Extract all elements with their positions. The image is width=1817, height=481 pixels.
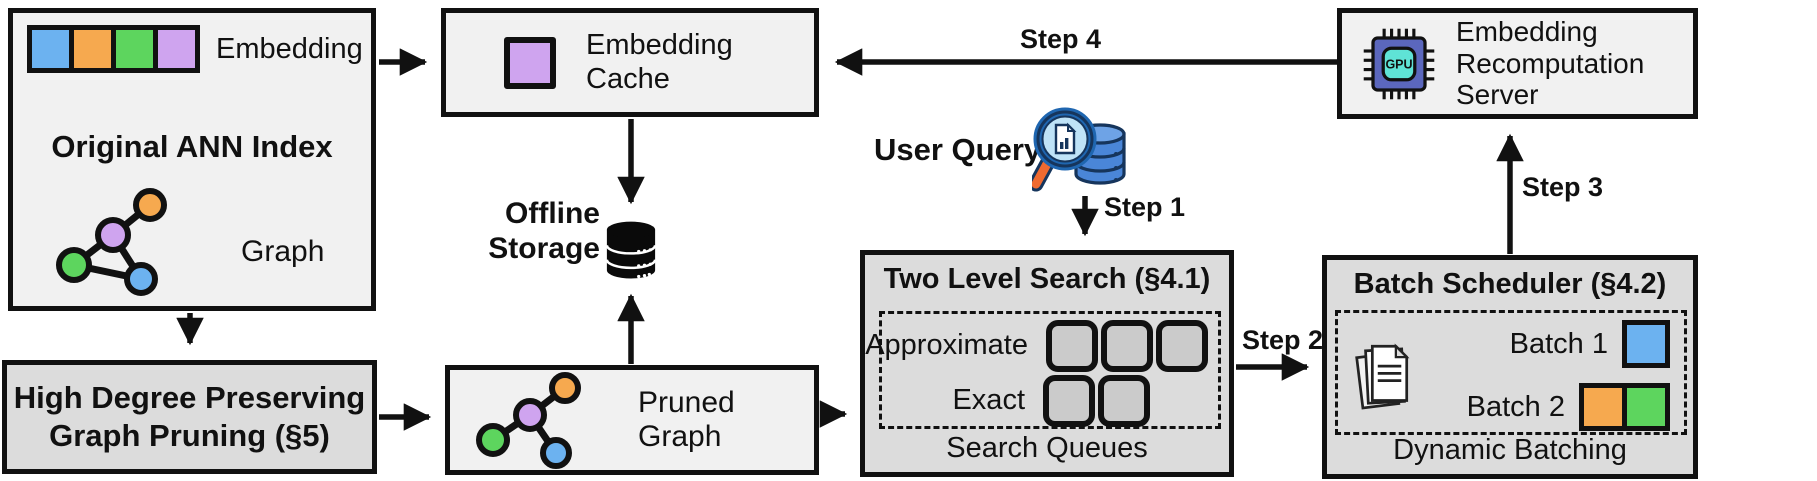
dynamic-batching-footer: Dynamic Batching: [1393, 434, 1627, 466]
queue-slot: [1101, 319, 1153, 372]
embedding-cell-green: [116, 30, 153, 68]
batch-item-orange: [1584, 388, 1622, 426]
two-level-search-box: Two Level Search (§4.1) Approximate Exac…: [860, 250, 1234, 477]
batch-2-items: [1579, 383, 1670, 431]
approximate-queue-slots: [1046, 319, 1208, 372]
dynamic-batching-region: Batch 1 Batch 2: [1335, 310, 1687, 435]
step4-label: Step 4: [1020, 24, 1102, 54]
batch-scheduler-box: Batch Scheduler (§4.2) Batch 1: [1322, 255, 1698, 479]
graph-pruning-title: High Degree Preserving Graph Pruning (§5…: [13, 380, 366, 453]
batch-2-row: Batch 2: [1467, 380, 1670, 434]
queue-slot: [1098, 374, 1150, 427]
exact-label: Exact: [952, 384, 1025, 416]
graph-pruning-box: High Degree Preserving Graph Pruning (§5…: [2, 360, 377, 474]
embedding-cache-box: Embedding Cache: [441, 8, 819, 117]
offline-storage-database-icon: [605, 221, 657, 279]
gpu-icon: GPU: [1363, 28, 1435, 99]
queue-slot: [1156, 319, 1208, 372]
svg-text:GPU: GPU: [1385, 57, 1412, 71]
pruned-graph-box: Pruned Graph: [445, 365, 819, 475]
step1-label: Step 1: [1104, 192, 1186, 222]
cached-embedding-icon: [504, 36, 556, 89]
pruned-graph-icon: [476, 372, 581, 469]
batch-scheduler-title: Batch Scheduler (§4.2): [1353, 268, 1667, 300]
embedding-vector-icon: [27, 25, 200, 73]
original-index-title: Original ANN Index: [51, 129, 333, 164]
queue-slot: [1046, 319, 1098, 372]
recomputation-server-title: Embedding Recomputation Server: [1456, 16, 1645, 111]
user-query-icon: [1032, 107, 1126, 192]
two-level-search-title: Two Level Search (§4.1): [883, 263, 1211, 295]
embedding-vector-row: Embedding: [27, 25, 363, 73]
step3-label: Step 3: [1522, 172, 1604, 202]
graph-label: Graph: [241, 235, 325, 268]
user-query-label: User Query: [874, 132, 1042, 167]
batch-1-row: Batch 1: [1467, 317, 1670, 371]
batch-item-blue: [1627, 325, 1665, 363]
pruned-graph-label: Pruned Graph: [638, 386, 735, 453]
search-queues-footer: Search Queues: [946, 432, 1148, 464]
documents-icon: [1355, 343, 1410, 410]
step2-label: Step 2: [1242, 325, 1324, 355]
recomputation-server-box: GPU Embedding Recomputation Server: [1337, 8, 1698, 119]
batch-2-label: Batch 2: [1466, 390, 1565, 423]
approximate-queue-row: Approximate: [865, 318, 1218, 373]
graph-icon: [56, 188, 167, 296]
embedding-cell-purple: [158, 30, 195, 68]
original-ann-index-box: Embedding Original ANN Index Graph: [8, 8, 376, 311]
search-queues-region: Approximate Exact: [865, 311, 1221, 429]
embedding-label: Embedding: [216, 32, 363, 65]
queue-slot: [1043, 374, 1095, 427]
batch-1-items: [1622, 320, 1670, 368]
batch-item-green: [1627, 388, 1665, 426]
offline-storage-label: Offline Storage: [488, 197, 600, 266]
exact-queue-row: Exact: [882, 373, 1218, 428]
embedding-cache-title: Embedding Cache: [586, 29, 733, 95]
approximate-label: Approximate: [865, 329, 1028, 361]
embedding-cell-orange: [74, 30, 111, 68]
batch-1-label: Batch 1: [1509, 327, 1608, 360]
embedding-cell-blue: [32, 30, 69, 68]
exact-queue-slots: [1043, 374, 1208, 427]
